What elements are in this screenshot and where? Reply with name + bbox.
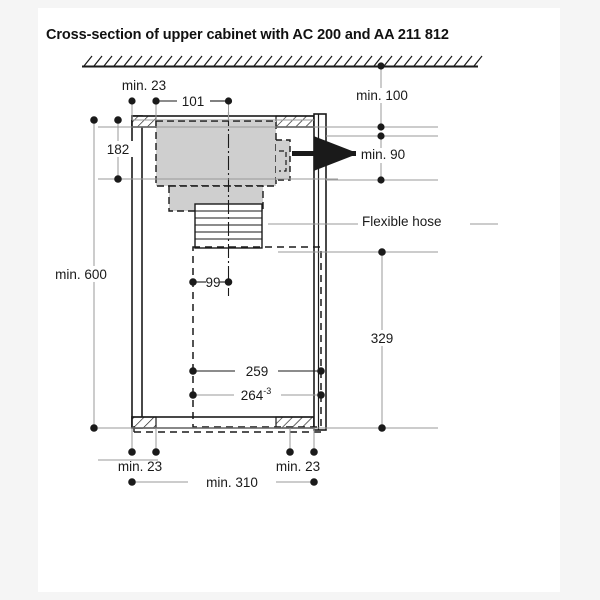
dimension-label-99: 99	[205, 275, 220, 290]
dimension-min23-bottom-left: min. 23	[118, 428, 162, 474]
callout-label-flexible-hose: Flexible hose	[362, 214, 442, 229]
appliance-upper-block	[155, 120, 277, 187]
dimension-259: 259	[189, 364, 325, 379]
dimension-label-min100: min. 100	[356, 88, 408, 103]
dimension-label-min23-bottom-left: min. 23	[118, 459, 162, 474]
appliance-side-tab-inner	[279, 150, 287, 172]
dimension-label-min90: min. 90	[361, 147, 405, 162]
dimension-label-264-tolerance: -3	[263, 386, 271, 396]
dimension-min90: min. 90	[356, 132, 410, 184]
top-panel-hatch-right	[275, 115, 315, 128]
dimension-min23-top: min. 23	[122, 78, 166, 120]
dimension-label-259: 259	[246, 364, 269, 379]
appliance-side-tab	[276, 139, 291, 181]
dimension-min600: min. 600	[46, 116, 116, 432]
dimension-label-min310: min. 310	[206, 475, 258, 490]
dimension-label-182: 182	[107, 142, 130, 157]
callout-flexible-hose: Flexible hose	[358, 213, 470, 229]
dimension-label-264: 264	[241, 388, 264, 403]
cutout-outline	[133, 246, 322, 433]
drawing-card: Cross-section of upper cabinet with AC 2…	[38, 8, 560, 592]
cabinet-right-panel	[313, 113, 327, 431]
cross-section-diagram: min. 23 101 min. 100 min. 90	[46, 55, 498, 490]
dimension-99: 99	[189, 275, 233, 290]
top-panel-hatch-left	[131, 115, 157, 128]
bottom-panel-hatch-left	[131, 416, 157, 429]
dimension-264: 264-3	[189, 386, 325, 403]
dimension-label-101: 101	[182, 94, 205, 109]
ceiling-hatch	[83, 55, 483, 67]
svg-text:264-3: 264-3	[241, 386, 272, 403]
dimension-min310: min. 310	[128, 475, 318, 490]
dimension-label-min23-bottom-right: min. 23	[276, 459, 320, 474]
dimension-min100: min. 100	[354, 62, 410, 131]
dimension-label-min600: min. 600	[55, 267, 107, 282]
dimension-min23-bottom-right: min. 23	[276, 428, 320, 474]
dimension-label-min23-top: min. 23	[122, 78, 166, 93]
dimension-101: 101	[152, 94, 233, 120]
ceiling-group	[82, 55, 483, 68]
dimension-label-329: 329	[371, 331, 394, 346]
dimension-329: 329	[358, 248, 406, 432]
page-title: Cross-section of upper cabinet with AC 2…	[46, 27, 449, 43]
bottom-panel-hatch-right	[275, 416, 315, 429]
dimension-182: 182	[96, 116, 140, 183]
appliance-assembly	[155, 112, 291, 296]
